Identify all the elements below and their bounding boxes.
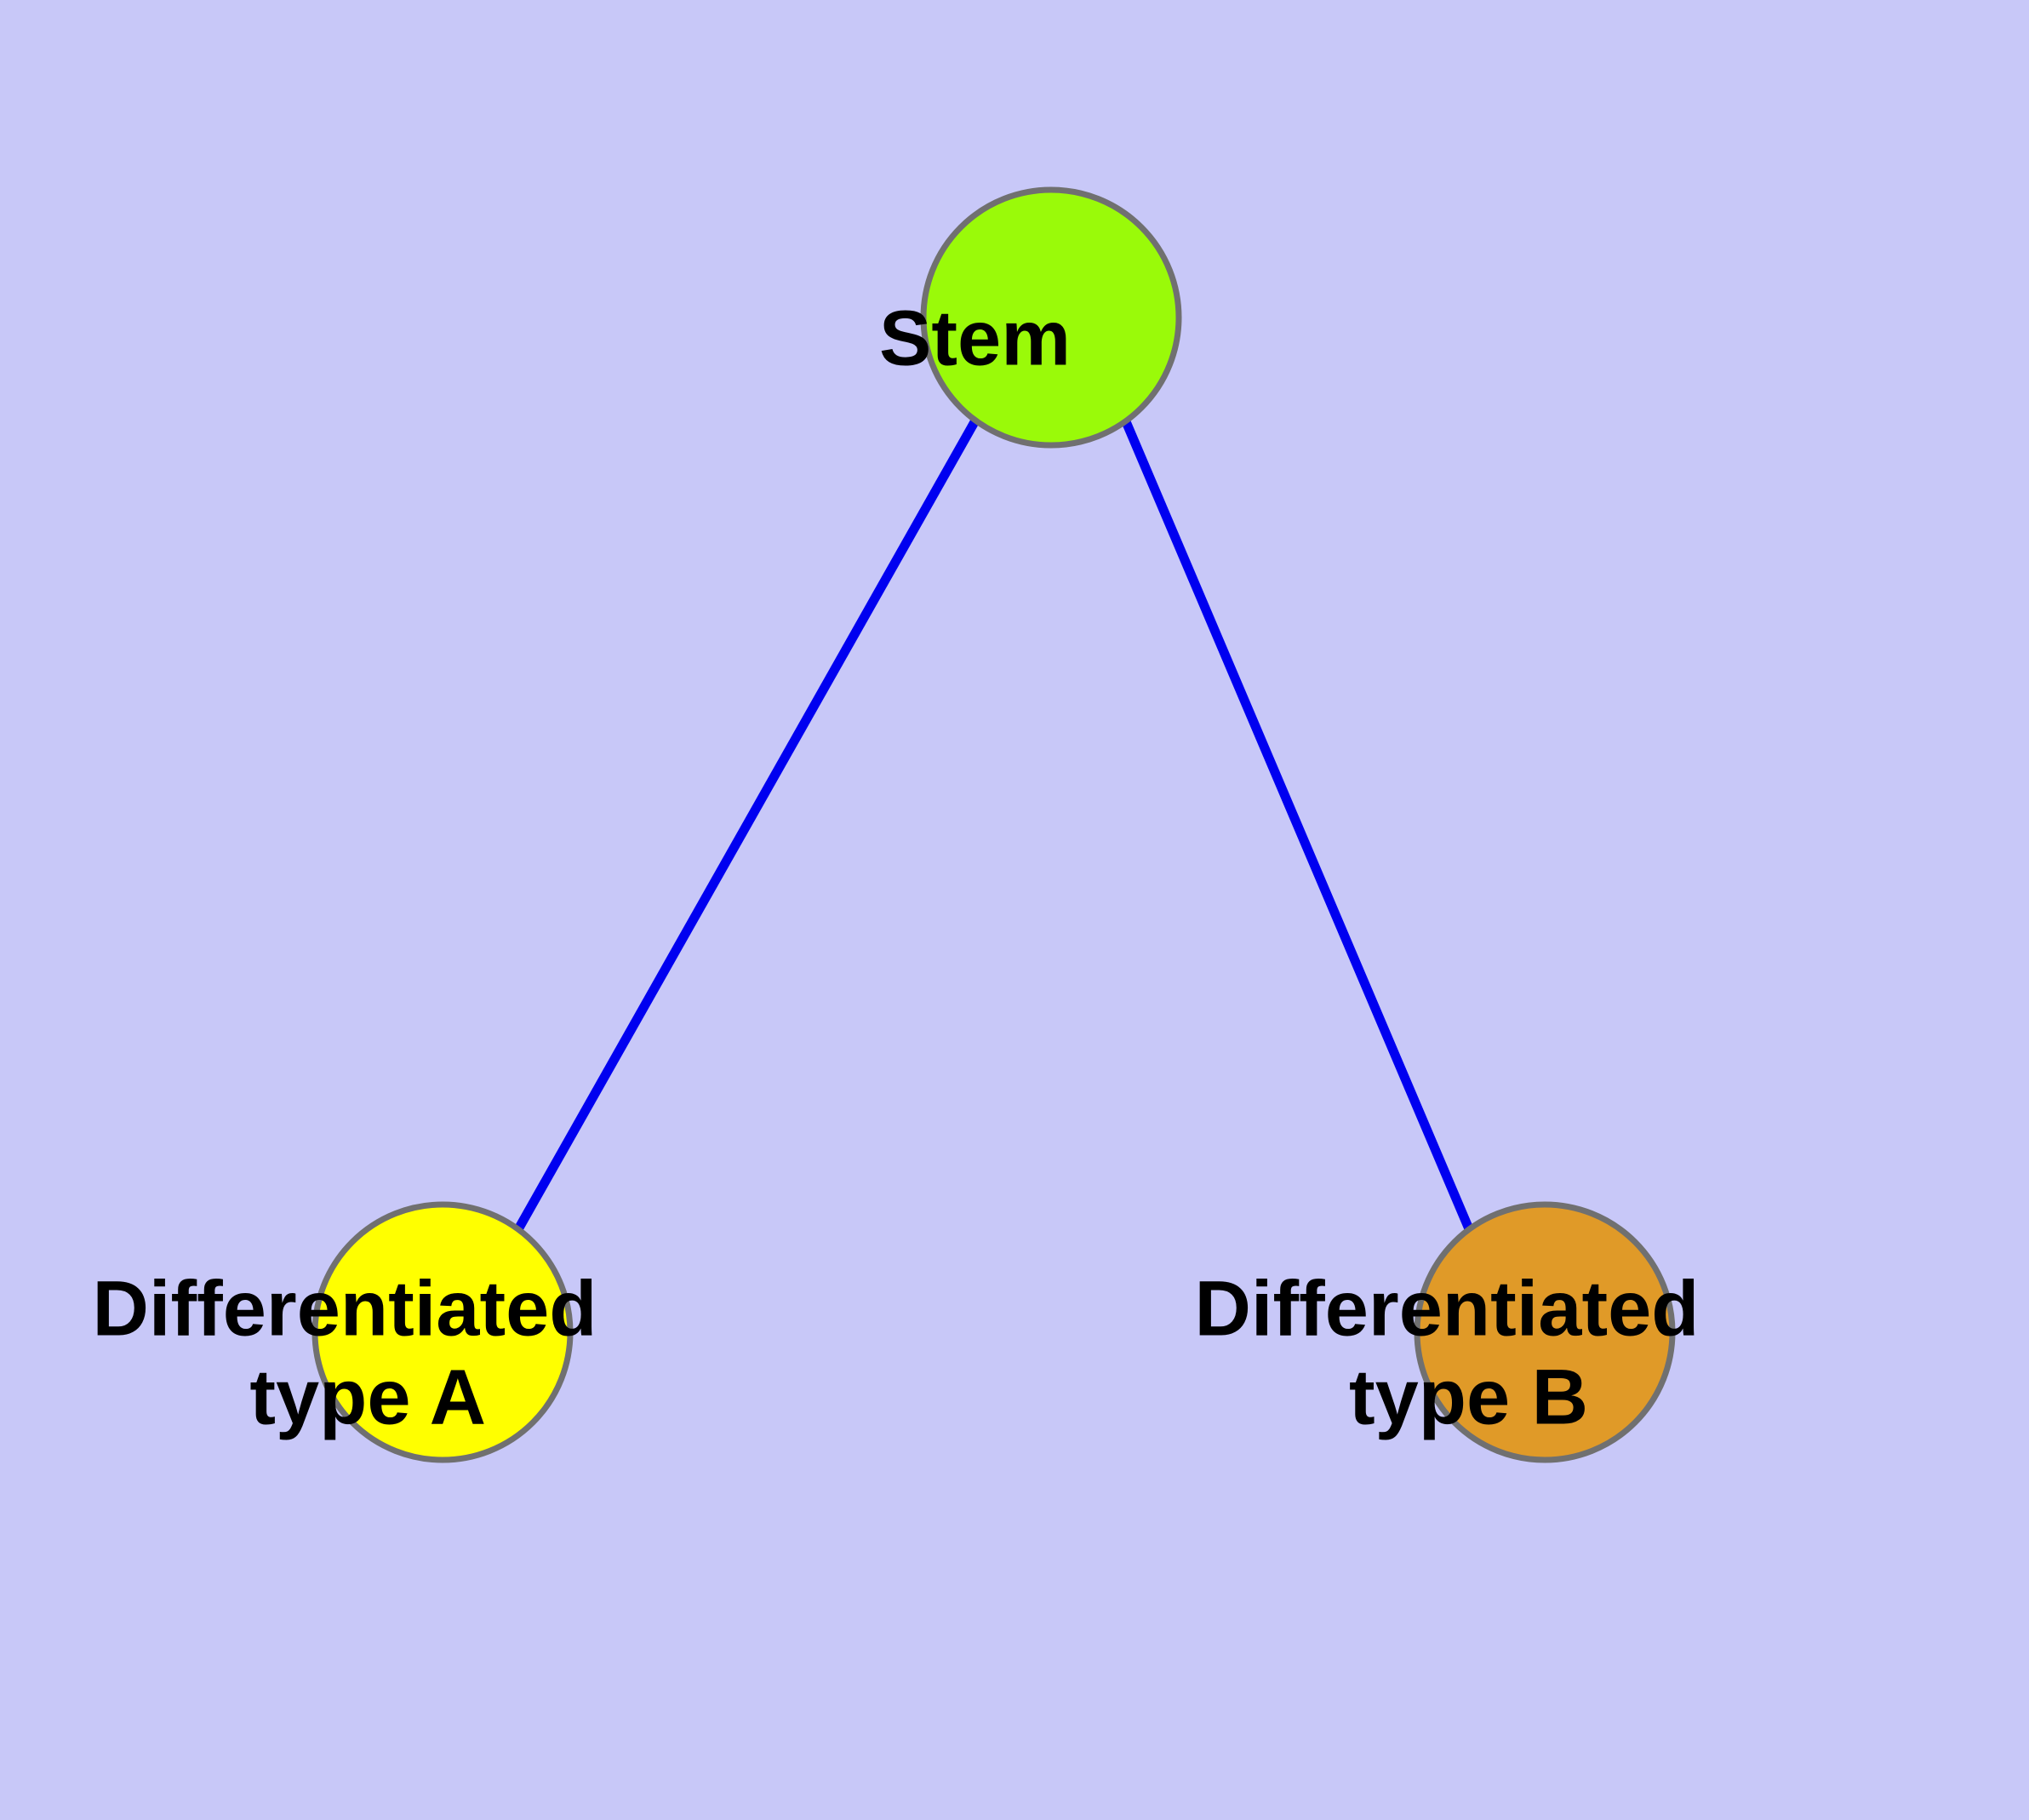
label-layer: Stem Differentiated type A Differentiate…	[92, 0, 1895, 1441]
edge-stem-to-differentiated-type-a[interactable]	[514, 418, 980, 1232]
node-differentiated-type-b[interactable]	[1414, 1201, 1676, 1463]
node-layer	[311, 186, 1676, 1463]
node-a-label-line2: type A	[249, 1354, 484, 1441]
node-b-label-line2: type B	[1349, 1354, 1588, 1441]
node-b-label-line1: Differentiated	[1194, 1266, 1699, 1353]
node-a-label-line1: Differentiated	[92, 1266, 597, 1353]
edge-layer	[514, 417, 1475, 1233]
node-differentiated-type-a[interactable]	[311, 1201, 574, 1463]
node-stem-label: Stem	[879, 0, 1223, 382]
node-stem-label-line1: Stem	[879, 295, 1071, 382]
node-stem[interactable]	[920, 186, 1182, 449]
node-differentiated-type-a-label: Differentiated type A	[92, 0, 792, 1441]
edge-stem-to-differentiated-type-b[interactable]	[1120, 417, 1475, 1233]
node-differentiated-type-b-label: Differentiated type B	[1194, 0, 1895, 1441]
